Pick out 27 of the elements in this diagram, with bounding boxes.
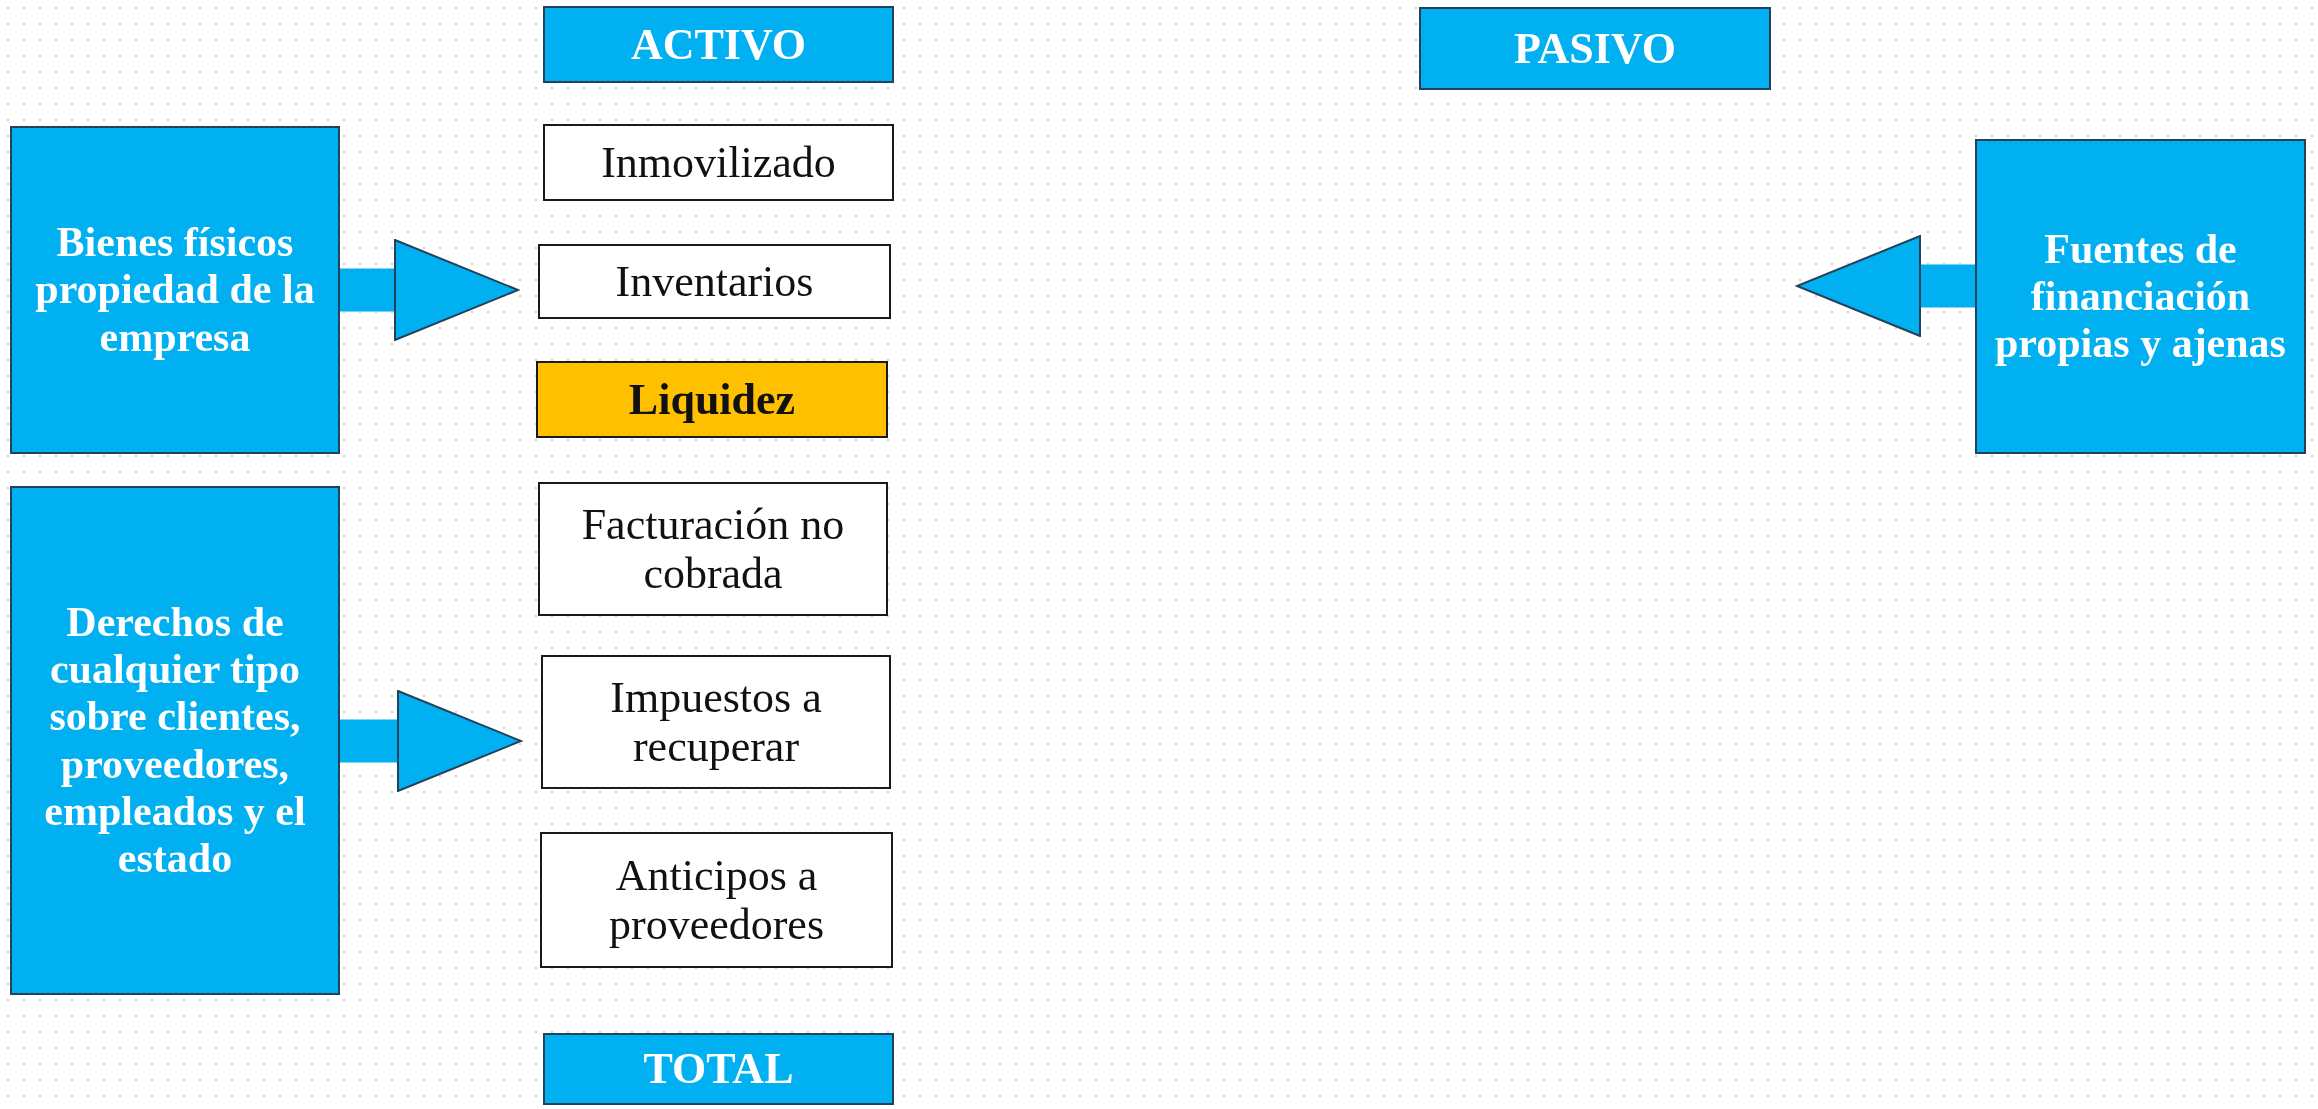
- account-label: Liquidez: [628, 374, 796, 425]
- callout-box: [10, 486, 340, 995]
- heading-text: ACTIVO: [630, 19, 807, 70]
- account-label: Anticipos a proveedores: [608, 850, 825, 950]
- highlighted-box: [536, 361, 888, 438]
- account-box: [541, 655, 891, 789]
- heading-box: [543, 6, 894, 83]
- account-label: Impuestos a recuperar: [609, 672, 823, 772]
- account-box: [538, 244, 891, 319]
- callout-box: [1975, 139, 2306, 454]
- account-label: Inmovilizado: [601, 137, 836, 188]
- callout-text: Bienes físicos propiedad de la empresa: [34, 219, 316, 361]
- account-label: Facturación no cobrada: [580, 499, 846, 599]
- heading-text: TOTAL: [643, 1044, 794, 1094]
- account-box: [538, 482, 888, 616]
- block-arrow: [340, 239, 519, 341]
- account-label: Inventarios: [615, 256, 814, 307]
- heading-text: PASIVO: [1513, 23, 1677, 74]
- heading-box: [543, 1033, 894, 1105]
- block-arrow: [1796, 235, 1975, 337]
- callout-text: Derechos de cualquier tipo sobre clientes, proveedores, empleados y el estado: [43, 599, 307, 882]
- account-box: [540, 832, 893, 968]
- callout-text: Fuentes de financiación propias y ajenas: [1994, 225, 2287, 368]
- block-arrow: [340, 690, 522, 792]
- heading-box: [1419, 7, 1771, 90]
- callout-box: [10, 126, 340, 454]
- account-box: [543, 124, 894, 201]
